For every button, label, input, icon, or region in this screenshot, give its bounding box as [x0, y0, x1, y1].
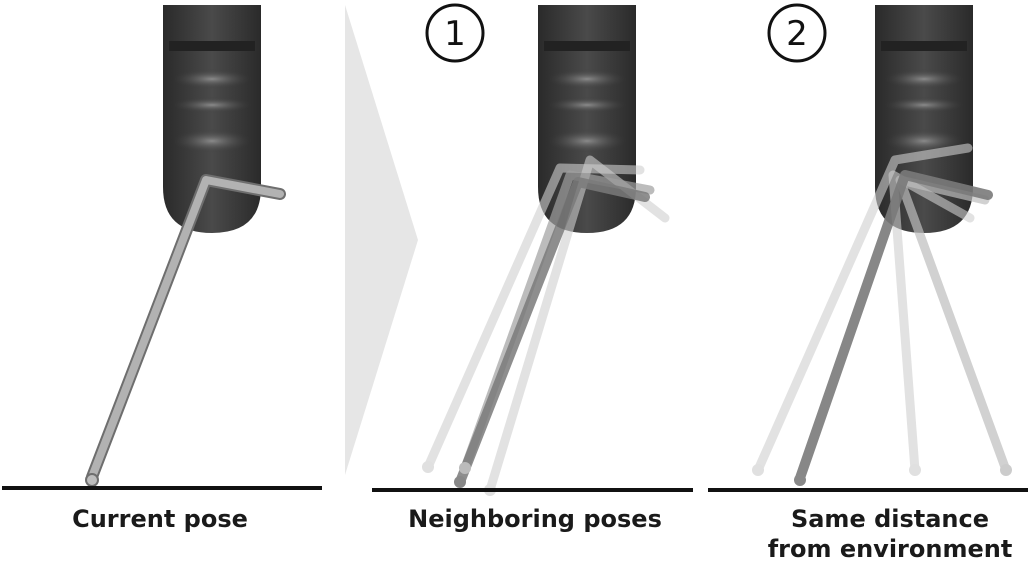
progression-arrow-icon	[345, 5, 418, 475]
marker-number: 1	[444, 14, 466, 54]
hex-key-icon	[422, 155, 670, 496]
robot-gripper-icon	[875, 5, 973, 233]
robot-gripper-icon	[538, 5, 636, 233]
caption-current-pose: Current pose	[72, 505, 248, 533]
caption-line-1: Same distance	[790, 505, 990, 533]
marker-circle	[425, 3, 485, 63]
hex-key-icon	[752, 143, 1012, 486]
panel-same-distance: 2	[708, 3, 1028, 492]
caption-line-2: from environment	[767, 535, 1013, 563]
caption-neighboring-poses: Neighboring poses	[408, 505, 662, 533]
hex-key-icon	[85, 174, 286, 487]
panel-current-pose	[2, 5, 322, 490]
robot-gripper-icon	[163, 5, 261, 233]
caption-same-distance: Same distance from environment	[740, 504, 1030, 564]
panel-neighboring-poses: 1	[372, 3, 693, 496]
marker-circle	[767, 3, 827, 63]
marker-number: 2	[786, 14, 808, 54]
